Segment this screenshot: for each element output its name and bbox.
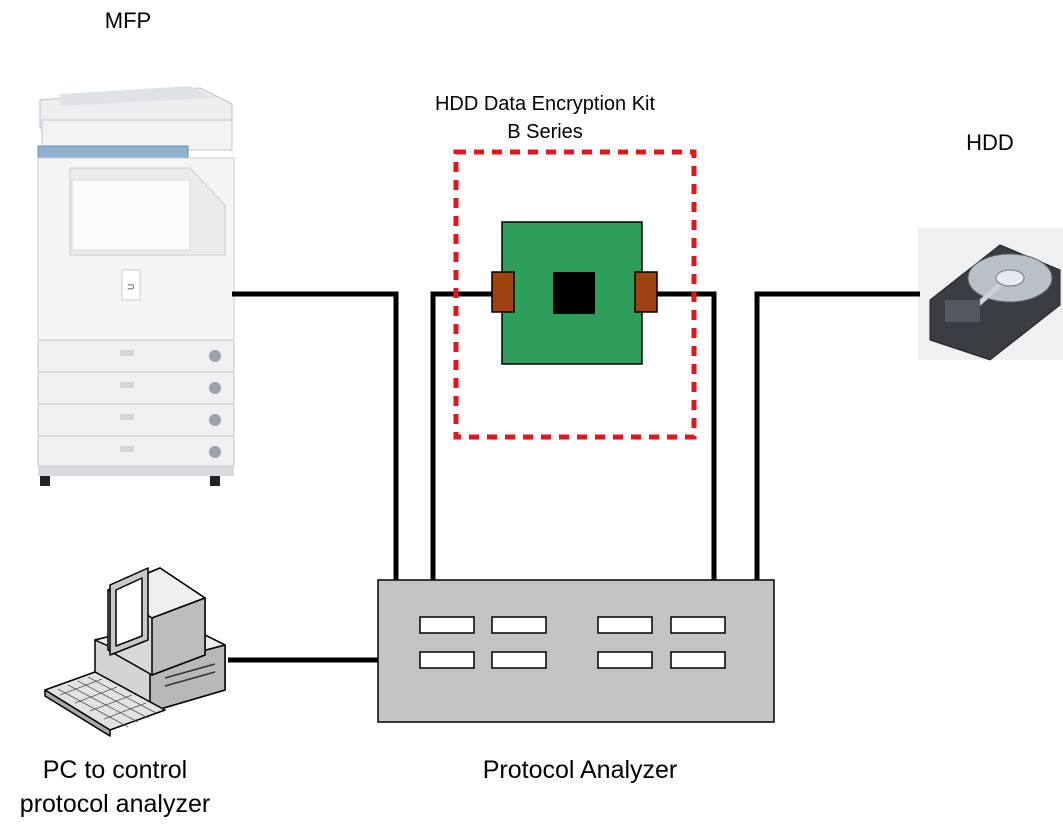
hdd-hard-disk-icon	[918, 228, 1063, 361]
cable-kit-out-to-analyzer	[656, 291, 717, 580]
analyzer-port	[419, 651, 475, 669]
protocol-analyzer-box	[377, 579, 775, 723]
pc-label-line1: PC to control	[42, 756, 188, 784]
pc-label: PC to control protocol analyzer	[0, 753, 230, 821]
mfp-printer-icon: ⊃	[37, 86, 235, 486]
analyzer-port	[670, 616, 726, 634]
pc-desktop-computer-icon	[44, 567, 226, 737]
mfp-label: MFP	[104, 8, 152, 33]
kit-dashed-boundary	[453, 149, 697, 440]
encryption-board	[491, 221, 658, 365]
cable-mfp-to-analyzer	[232, 291, 399, 580]
protocol-analyzer-label: Protocol Analyzer	[482, 756, 678, 784]
hdd-label: HDD	[966, 130, 1014, 155]
svg-text:⊃: ⊃	[127, 282, 135, 293]
pc-label-line2: protocol analyzer	[19, 790, 211, 818]
crypto-chip	[553, 272, 595, 314]
encryption-kit-label-line1: HDD Data Encryption Kit	[434, 93, 656, 115]
encryption-kit-label-line2: B Series	[507, 121, 583, 143]
analyzer-port	[597, 616, 653, 634]
cable-analyzer-to-kit-in	[430, 291, 492, 580]
analyzer-port	[491, 616, 547, 634]
analyzer-port	[419, 616, 475, 634]
encryption-kit-label: HDD Data Encryption Kit B Series	[380, 90, 710, 146]
connector-right	[634, 271, 658, 313]
analyzer-port	[491, 651, 547, 669]
cables	[228, 291, 920, 663]
cable-analyzer-to-hdd	[754, 291, 920, 580]
analyzer-port	[597, 651, 653, 669]
analyzer-port	[670, 651, 726, 669]
connector-left	[491, 271, 515, 313]
